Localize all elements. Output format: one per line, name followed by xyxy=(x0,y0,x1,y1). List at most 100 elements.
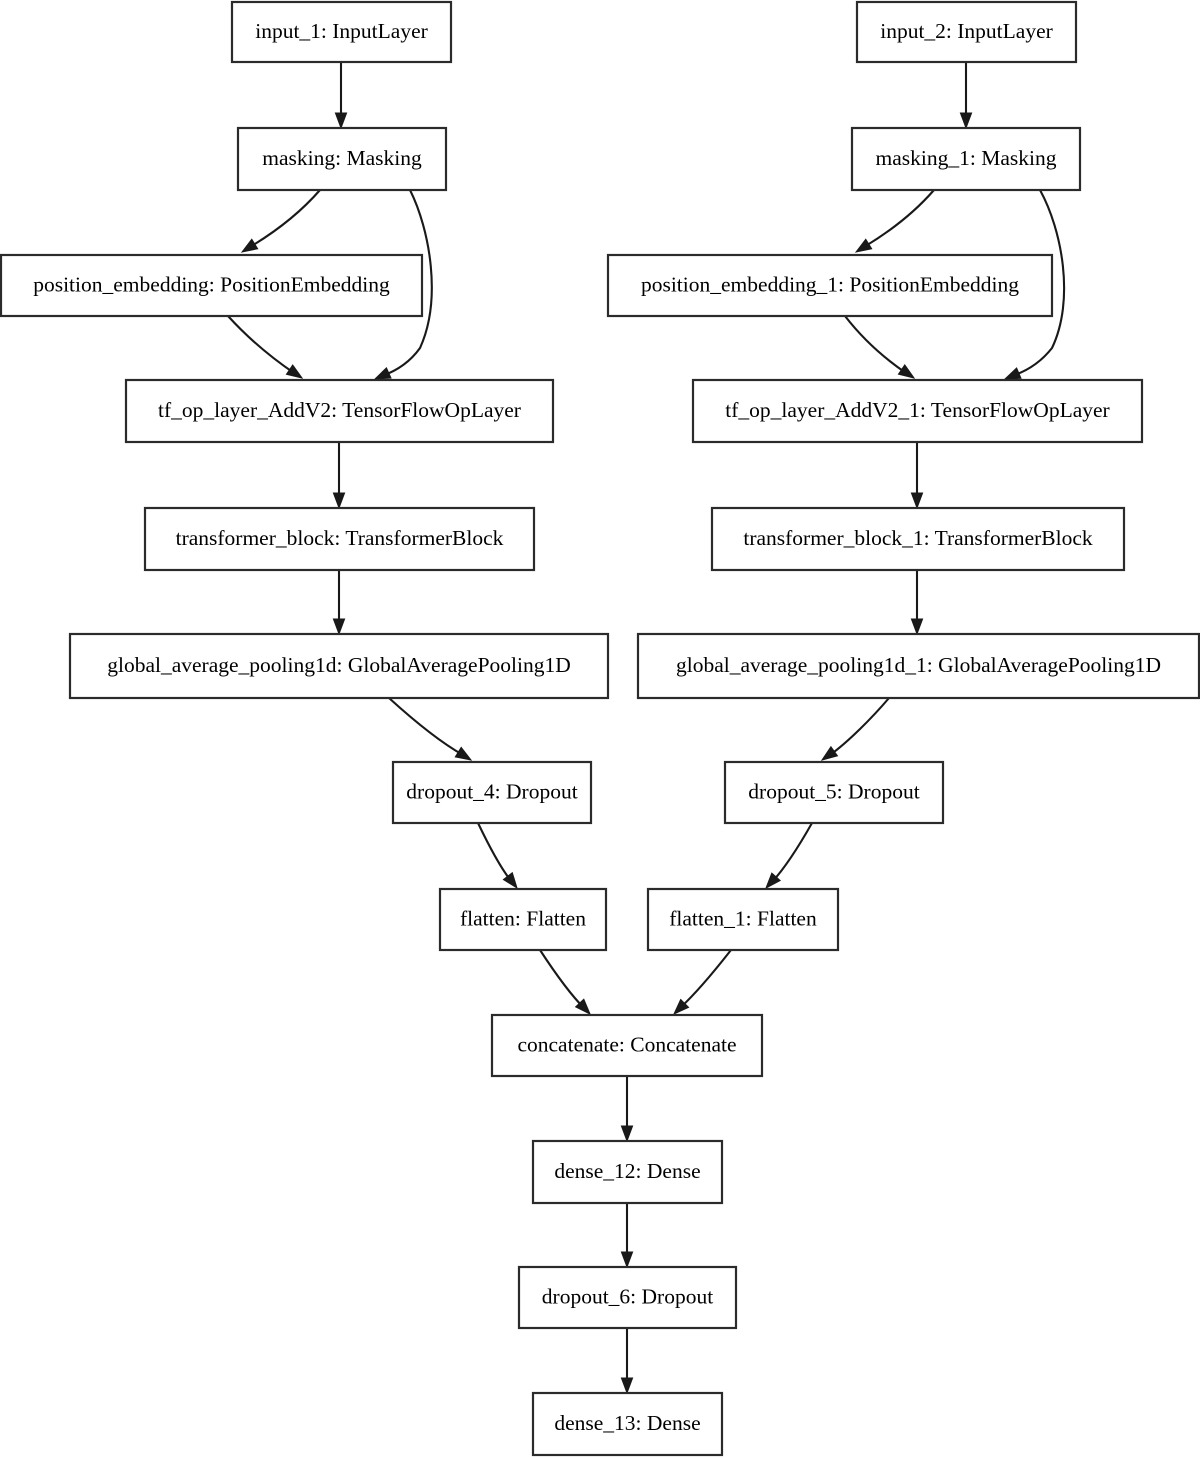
node-label: masking_1: Masking xyxy=(876,146,1057,170)
node-label: position_embedding: PositionEmbedding xyxy=(33,272,390,296)
node-label: tf_op_layer_AddV2_1: TensorFlowOpLayer xyxy=(725,398,1109,422)
node-transformer_block[interactable]: transformer_block: TransformerBlock xyxy=(143,506,536,572)
edge-dropout_6-to-dense_13 xyxy=(620,1328,634,1395)
node-box[interactable] xyxy=(710,506,1126,572)
node-masking_1[interactable]: masking_1: Masking xyxy=(850,126,1082,192)
arrowhead-icon xyxy=(373,366,392,380)
node-box[interactable] xyxy=(691,378,1144,444)
edge-dropout_5-to-flatten_1 xyxy=(765,822,813,890)
node-label: dropout_6: Dropout xyxy=(542,1284,713,1308)
node-box[interactable] xyxy=(850,126,1082,192)
arrowhead-icon xyxy=(765,872,782,890)
node-box[interactable] xyxy=(230,0,453,64)
node-label: global_average_pooling1d_1: GlobalAverag… xyxy=(676,653,1161,677)
node-label: concatenate: Concatenate xyxy=(517,1032,736,1056)
edges-layer xyxy=(227,62,1066,1395)
arrowhead-icon xyxy=(910,618,924,636)
edge-masking-to-tf_op_layer_AddV2 xyxy=(373,189,433,380)
edge-tf_op_layer_AddV2_1-to-transformer_block_1 xyxy=(910,442,924,510)
node-input_2[interactable]: input_2: InputLayer xyxy=(855,0,1078,64)
node-masking[interactable]: masking: Masking xyxy=(236,126,448,192)
arrowhead-icon xyxy=(285,364,304,379)
node-global_average_pooling1d_1[interactable]: global_average_pooling1d_1: GlobalAverag… xyxy=(636,632,1200,700)
arrowhead-icon xyxy=(454,746,473,761)
node-label: transformer_block_1: TransformerBlock xyxy=(743,526,1093,550)
node-input_1[interactable]: input_1: InputLayer xyxy=(230,0,453,64)
edge-line xyxy=(477,822,513,883)
node-position_embedding_1[interactable]: position_embedding_1: PositionEmbedding xyxy=(606,253,1054,318)
edge-line xyxy=(829,697,890,756)
edge-transformer_block-to-global_average_pooling1d xyxy=(332,570,346,636)
node-box[interactable] xyxy=(68,632,610,700)
arrowhead-icon xyxy=(620,1377,634,1395)
node-transformer_block_1[interactable]: transformer_block_1: TransformerBlock xyxy=(710,506,1126,572)
edge-transformer_block_1-to-global_average_pooling1d_1 xyxy=(910,570,924,636)
node-dense_13[interactable]: dense_13: Dense xyxy=(531,1391,724,1457)
edge-line xyxy=(249,189,321,248)
arrowhead-icon xyxy=(620,1125,634,1143)
node-box[interactable] xyxy=(723,760,945,825)
edge-position_embedding_1-to-tf_op_layer_AddV2_1 xyxy=(844,315,916,379)
node-box[interactable] xyxy=(531,1391,724,1457)
node-label: position_embedding_1: PositionEmbedding xyxy=(641,272,1019,296)
node-box[interactable] xyxy=(0,253,424,318)
edge-tf_op_layer_AddV2-to-transformer_block xyxy=(332,442,346,510)
node-global_average_pooling1d[interactable]: global_average_pooling1d: GlobalAverageP… xyxy=(68,632,610,700)
edge-line xyxy=(863,189,935,248)
arrowhead-icon xyxy=(334,112,348,130)
edge-line xyxy=(844,315,907,374)
node-tf_op_layer_AddV2[interactable]: tf_op_layer_AddV2: TensorFlowOpLayer xyxy=(124,378,555,444)
node-box[interactable] xyxy=(531,1139,724,1205)
node-box[interactable] xyxy=(636,632,1200,700)
node-box[interactable] xyxy=(490,1013,764,1078)
node-position_embedding[interactable]: position_embedding: PositionEmbedding xyxy=(0,253,424,318)
node-box[interactable] xyxy=(517,1265,738,1330)
node-label: global_average_pooling1d: GlobalAverageP… xyxy=(107,653,571,677)
arrowhead-icon xyxy=(897,364,916,379)
arrowhead-icon xyxy=(332,618,346,636)
node-label: flatten: Flatten xyxy=(460,906,586,930)
arrowhead-icon xyxy=(820,745,839,761)
arrowhead-icon xyxy=(620,1251,634,1269)
edge-line xyxy=(388,697,464,756)
node-concatenate[interactable]: concatenate: Concatenate xyxy=(490,1013,764,1078)
node-box[interactable] xyxy=(143,506,536,572)
node-dense_12[interactable]: dense_12: Dense xyxy=(531,1139,724,1205)
node-box[interactable] xyxy=(391,760,593,825)
node-tf_op_layer_AddV2_1[interactable]: tf_op_layer_AddV2_1: TensorFlowOpLayer xyxy=(691,378,1144,444)
node-flatten[interactable]: flatten: Flatten xyxy=(438,887,608,952)
node-box[interactable] xyxy=(855,0,1078,64)
node-dropout_5[interactable]: dropout_5: Dropout xyxy=(723,760,945,825)
edge-line xyxy=(539,949,585,1009)
node-box[interactable] xyxy=(606,253,1054,318)
edge-flatten-to-concatenate xyxy=(539,949,591,1016)
node-label: dense_12: Dense xyxy=(554,1159,700,1183)
edge-line xyxy=(1011,189,1066,377)
arrowhead-icon xyxy=(1003,367,1022,380)
edge-line xyxy=(679,949,732,1009)
edge-flatten_1-to-concatenate xyxy=(672,949,732,1016)
node-label: masking: Masking xyxy=(262,146,422,170)
arrowhead-icon xyxy=(910,492,924,510)
edge-concatenate-to-dense_12 xyxy=(620,1076,634,1143)
node-box[interactable] xyxy=(646,887,840,952)
node-flatten_1[interactable]: flatten_1: Flatten xyxy=(646,887,840,952)
arrowhead-icon xyxy=(502,871,518,890)
node-box[interactable] xyxy=(438,887,608,952)
edge-masking-to-position_embedding xyxy=(240,189,321,253)
arrowhead-icon xyxy=(672,998,690,1016)
edge-masking_1-to-tf_op_layer_AddV2_1 xyxy=(1003,189,1066,380)
edge-global_average_pooling1d_1-to-dropout_5 xyxy=(820,697,890,761)
node-dropout_4[interactable]: dropout_4: Dropout xyxy=(391,760,593,825)
node-label: transformer_block: TransformerBlock xyxy=(176,526,504,550)
node-label: dense_13: Dense xyxy=(554,1411,700,1435)
arrowhead-icon xyxy=(574,998,591,1016)
node-box[interactable] xyxy=(124,378,555,444)
node-dropout_6[interactable]: dropout_6: Dropout xyxy=(517,1265,738,1330)
arrowhead-icon xyxy=(240,238,259,253)
node-box[interactable] xyxy=(236,126,448,192)
node-label: input_2: InputLayer xyxy=(880,19,1053,43)
edge-masking_1-to-position_embedding_1 xyxy=(854,189,935,253)
